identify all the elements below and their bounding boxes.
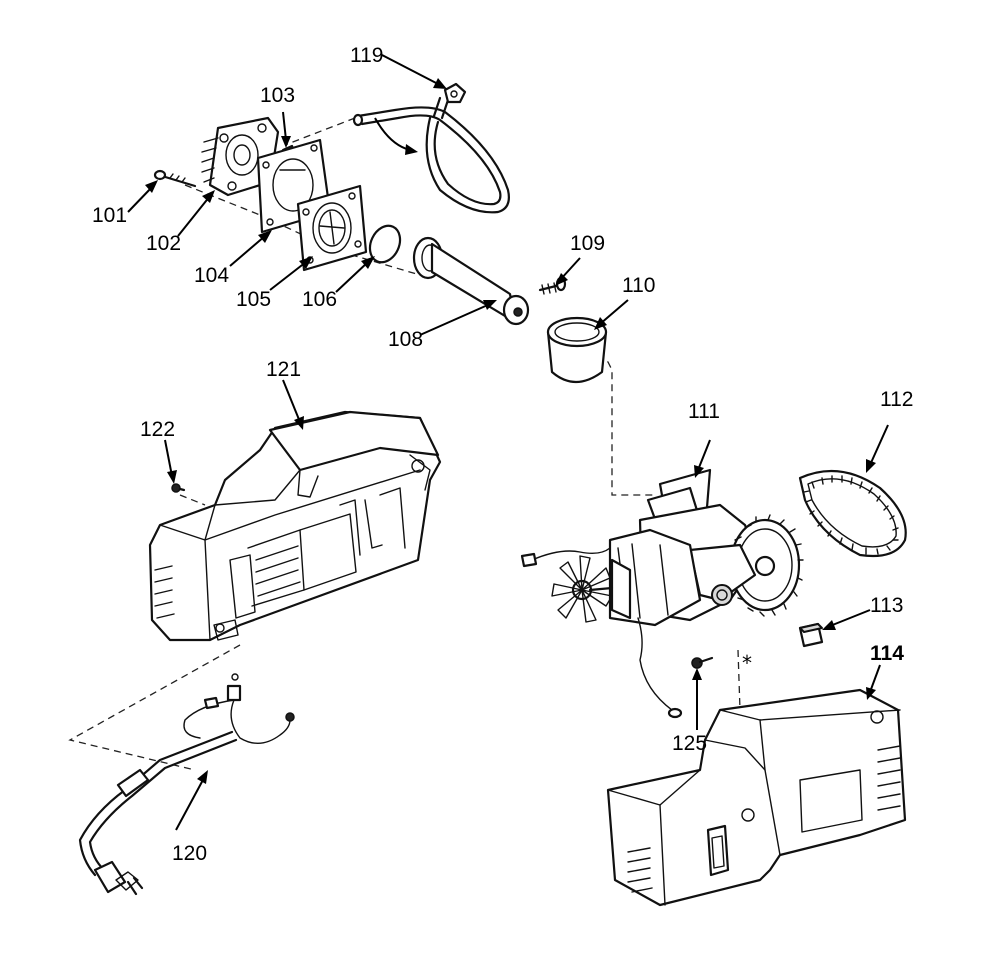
part-110-cylinder — [546, 316, 608, 384]
part-120-power-cord — [78, 673, 295, 896]
label-106: 106 — [302, 288, 337, 311]
part-125-screw — [691, 656, 714, 669]
label-108: 108 — [388, 328, 423, 351]
callout-arrows — [127, 54, 889, 831]
part-113-foot — [798, 622, 824, 648]
part-101-screw — [153, 169, 197, 188]
part-labels: 101 102 103 104 105 106 108 109 110 111 … — [92, 44, 913, 865]
label-105: 105 — [236, 288, 271, 311]
part-105-gasket — [296, 184, 368, 272]
cooling-fan — [551, 555, 613, 623]
part-122-screw — [171, 483, 186, 493]
label-121: 121 — [266, 358, 301, 381]
part-106-o-ring — [368, 224, 402, 264]
label-119: 119 — [350, 44, 383, 67]
label-103: 103 — [260, 84, 295, 107]
label-101: 101 — [92, 204, 127, 227]
label-111: 111 — [688, 400, 720, 423]
part-121-left-shroud — [148, 410, 442, 642]
label-125: 125 — [672, 732, 707, 755]
part-119-fitting — [443, 82, 467, 104]
label-109: 109 — [570, 232, 605, 255]
note-marker: * — [742, 651, 752, 675]
part-111-motor-assembly — [520, 468, 804, 719]
part-108-piston-rod — [412, 236, 530, 326]
label-113: 113 — [870, 594, 903, 617]
label-122: 122 — [140, 418, 175, 441]
part-112-belt — [798, 469, 907, 558]
label-120: 120 — [172, 842, 207, 865]
part-114-right-shroud — [606, 688, 907, 907]
label-110: 110 — [622, 274, 655, 297]
label-102: 102 — [146, 232, 181, 255]
part-tube — [352, 96, 510, 214]
label-104: 104 — [194, 264, 229, 287]
label-114: 114 — [870, 642, 904, 665]
label-112: 112 — [880, 388, 913, 411]
